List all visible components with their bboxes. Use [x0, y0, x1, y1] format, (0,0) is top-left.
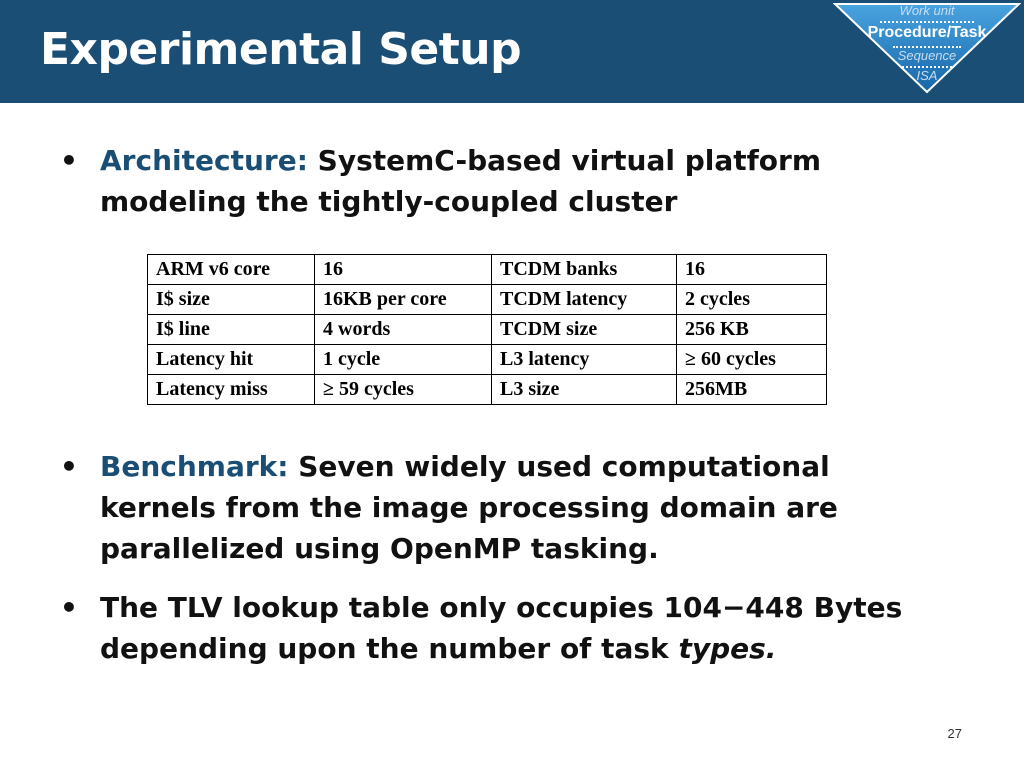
table-cell: 16: [676, 254, 827, 285]
bullet-marker: •: [60, 144, 78, 177]
page-number: 27: [947, 726, 962, 741]
table-cell: 256MB: [676, 374, 827, 405]
table-row: Latency hit 1 cycle L3 latency ≥ 60 cycl…: [147, 344, 827, 375]
bullet-marker: •: [60, 450, 78, 483]
table-row: I$ size 16KB per core TCDM latency 2 cyc…: [147, 284, 827, 315]
table-cell: 16: [314, 254, 492, 285]
hierarchy-triangle: [833, 3, 1021, 94]
slide-title: Experimental Setup: [40, 24, 522, 75]
level-divider: [880, 21, 974, 23]
table-row: ARM v6 core 16 TCDM banks 16: [147, 254, 827, 285]
bullet-italic-text: types.: [678, 632, 777, 665]
bullet-label: Architecture:: [100, 144, 308, 177]
bullet-text: The TLV lookup table only occupies 104−4…: [100, 591, 903, 665]
bullet-tlv: • The TLV lookup table only occupies 104…: [60, 587, 940, 669]
level-divider: [893, 46, 961, 48]
level-sequence: Sequence: [897, 48, 957, 63]
table-cell: TCDM size: [491, 314, 677, 345]
table-cell: ≥ 60 cycles: [676, 344, 827, 375]
table-cell: TCDM banks: [491, 254, 677, 285]
table-cell: 1 cycle: [314, 344, 492, 375]
table-cell: 4 words: [314, 314, 492, 345]
bullet-benchmark: • Benchmark: Seven widely used computati…: [60, 446, 940, 569]
level-work-unit: Work unit: [899, 3, 955, 18]
level-isa: ISA: [916, 68, 938, 83]
level-procedure-task: Procedure/Task: [867, 24, 987, 41]
table-cell: I$ line: [147, 314, 315, 345]
table-row: Latency miss ≥ 59 cycles L3 size 256MB: [147, 374, 827, 405]
table-cell: 256 KB: [676, 314, 827, 345]
spec-table: ARM v6 core 16 TCDM banks 16 I$ size 16K…: [147, 254, 827, 405]
level-divider: [902, 66, 952, 68]
table-cell: L3 size: [491, 374, 677, 405]
table-cell: 16KB per core: [314, 284, 492, 315]
table-cell: Latency hit: [147, 344, 315, 375]
table-row: I$ line 4 words TCDM size 256 KB: [147, 314, 827, 345]
table-cell: ARM v6 core: [147, 254, 315, 285]
bullet-architecture: • Architecture: SystemC-based virtual pl…: [60, 140, 940, 222]
table-cell: Latency miss: [147, 374, 315, 405]
table-cell: TCDM latency: [491, 284, 677, 315]
table-cell: 2 cycles: [676, 284, 827, 315]
bullet-marker: •: [60, 591, 78, 624]
table-cell: ≥ 59 cycles: [314, 374, 492, 405]
table-cell: L3 latency: [491, 344, 677, 375]
bullet-text: SystemC-based virtual platform modeling …: [100, 144, 822, 218]
bullet-label: Benchmark:: [100, 450, 289, 483]
table-cell: I$ size: [147, 284, 315, 315]
bullet-text: Seven widely used computational kernels …: [100, 450, 838, 565]
